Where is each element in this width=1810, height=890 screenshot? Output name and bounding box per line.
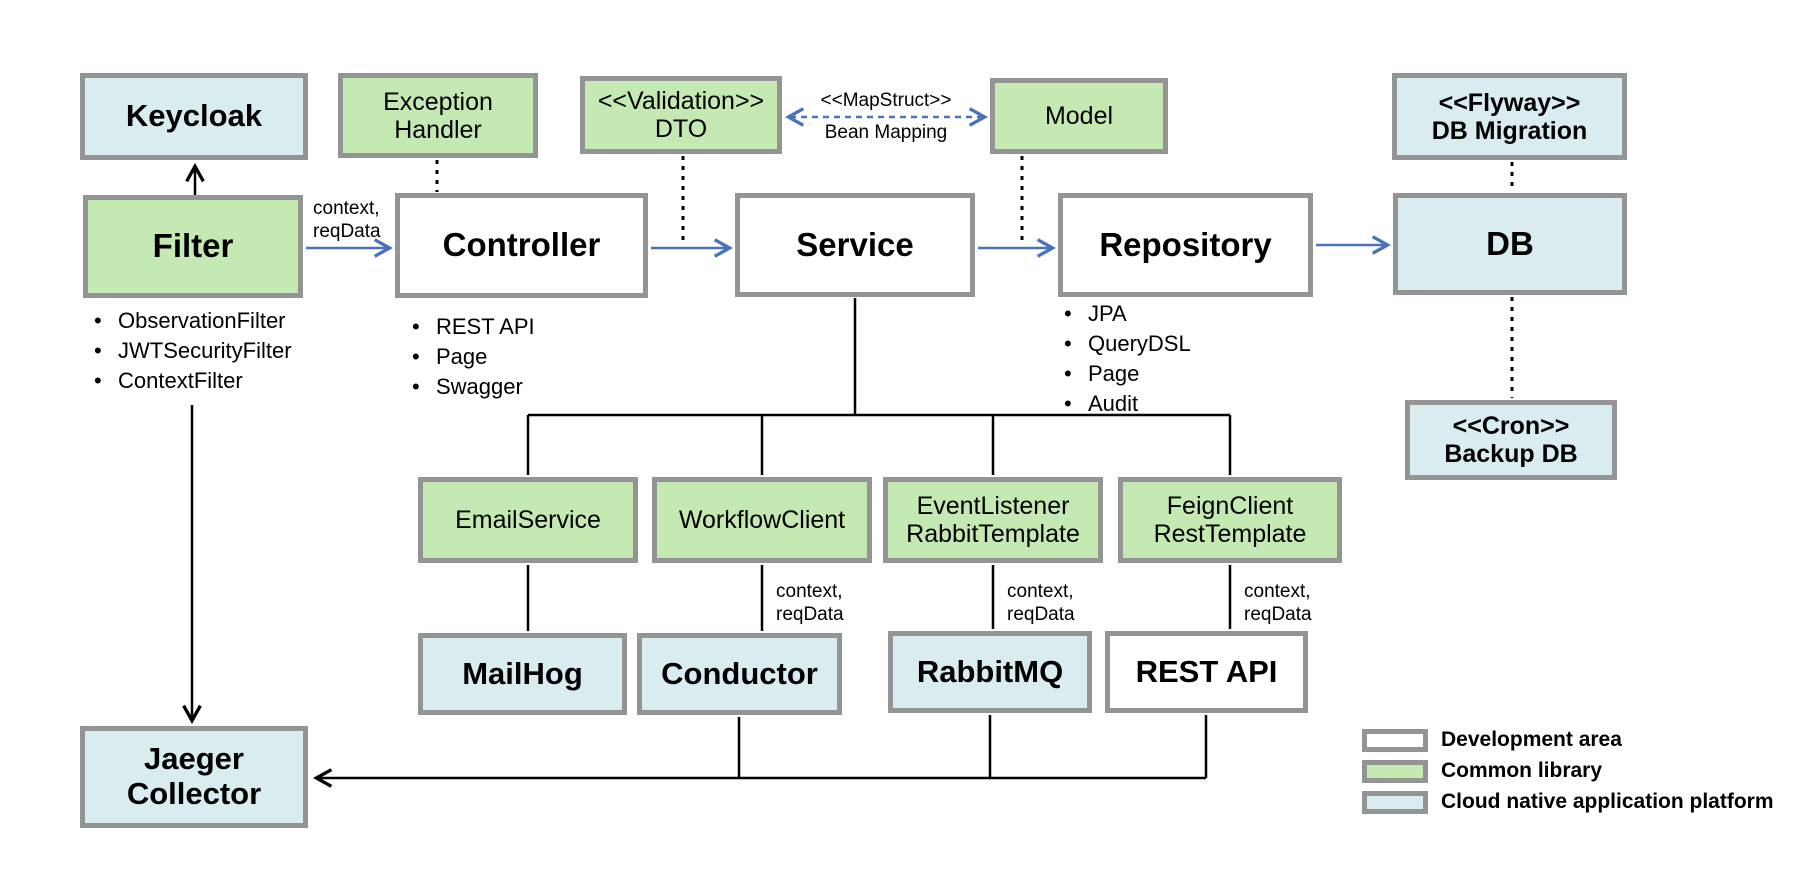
feign-client-label: FeignClient RestTemplate (1153, 492, 1307, 548)
repository-label: Repository (1099, 225, 1272, 263)
legend-row-common-library: Common library (1362, 758, 1774, 784)
model-label: Model (1044, 102, 1114, 130)
repository-bullet-item: Page (1062, 359, 1191, 389)
legend-row-development-area: Development area (1362, 727, 1774, 753)
box-jaeger-collector: Jaeger Collector (80, 726, 308, 828)
controller-label: Controller (442, 226, 601, 264)
legend-row-cloud-platform: Cloud native application platform (1362, 789, 1774, 815)
edge-label-workflow-conductor: context, reqData (776, 581, 844, 625)
cron-label: <<Cron>> Backup DB (1444, 412, 1578, 468)
email-service-label: EmailService (455, 506, 601, 534)
legend-label: Common library (1441, 759, 1603, 782)
filter-bullet-item: ObservationFilter (92, 306, 292, 336)
box-exception-handler: Exception Handler (338, 73, 538, 158)
box-email-service: EmailService (418, 477, 638, 563)
box-service: Service (735, 193, 975, 297)
rabbitmq-label: RabbitMQ (916, 653, 1064, 689)
box-rest-api: REST API (1105, 631, 1308, 713)
box-conductor: Conductor (637, 633, 842, 715)
keycloak-label: Keycloak (125, 98, 263, 134)
legend-swatch-green (1362, 759, 1428, 783)
db-label: DB (1486, 224, 1534, 262)
repository-bullet-list: JPA QueryDSL Page Audit (1062, 299, 1191, 419)
filter-bullet-item: ContextFilter (92, 366, 292, 396)
controller-bullet-item: Swagger (410, 372, 535, 402)
box-rabbitmq: RabbitMQ (888, 631, 1092, 713)
validation-dto-label: <<Validation>> DTO (597, 87, 765, 143)
service-label: Service (796, 225, 914, 263)
repository-bullet-item: QueryDSL (1062, 329, 1191, 359)
legend-swatch-blue (1362, 790, 1428, 814)
event-listener-label: EventListener RabbitTemplate (906, 492, 1080, 548)
legend-swatch-white (1362, 728, 1428, 752)
mailhog-label: MailHog (462, 655, 583, 691)
workflow-client-label: WorkflowClient (678, 506, 846, 534)
edge-label-mapstruct: <<MapStruct>> (820, 90, 952, 111)
box-filter: Filter (83, 195, 303, 298)
controller-bullet-item: REST API (410, 312, 535, 342)
filter-bullet-item: JWTSecurityFilter (92, 336, 292, 366)
edge-label-event-rabbitmq: context, reqData (1007, 581, 1075, 625)
filter-label: Filter (152, 227, 234, 265)
box-controller: Controller (395, 193, 648, 298)
rest-api-label: REST API (1135, 653, 1278, 689)
legend-label: Development area (1441, 728, 1622, 751)
edge-label-filter-controller: context, reqData (313, 198, 381, 242)
box-workflow-client: WorkflowClient (652, 477, 872, 563)
controller-bullet-item: Page (410, 342, 535, 372)
box-event-listener: EventListener RabbitTemplate (883, 477, 1103, 563)
conductor-label: Conductor (661, 655, 818, 691)
controller-bullet-list: REST API Page Swagger (410, 312, 535, 402)
box-model: Model (990, 78, 1168, 154)
box-flyway-db-migration: <<Flyway>> DB Migration (1392, 73, 1627, 160)
flyway-label: <<Flyway>> DB Migration (1431, 88, 1588, 145)
legend-label: Cloud native application platform (1441, 790, 1774, 813)
box-mailhog: MailHog (418, 633, 627, 715)
box-validation-dto: <<Validation>> DTO (580, 76, 782, 154)
repository-bullet-item: Audit (1062, 389, 1191, 419)
repository-bullet-item: JPA (1062, 299, 1191, 329)
edge-label-feign-restapi: context, reqData (1244, 581, 1312, 625)
edge-label-bean-mapping: Bean Mapping (824, 122, 948, 143)
box-keycloak: Keycloak (80, 73, 308, 160)
box-repository: Repository (1058, 193, 1313, 297)
legend: Development area Common library Cloud na… (1362, 727, 1774, 820)
box-cron-backup-db: <<Cron>> Backup DB (1405, 400, 1617, 480)
jaeger-label: Jaeger Collector (126, 741, 262, 811)
exception-handler-label: Exception Handler (383, 87, 493, 144)
box-db: DB (1393, 193, 1627, 295)
box-feign-client: FeignClient RestTemplate (1118, 477, 1342, 563)
filter-bullet-list: ObservationFilter JWTSecurityFilter Cont… (92, 306, 292, 396)
